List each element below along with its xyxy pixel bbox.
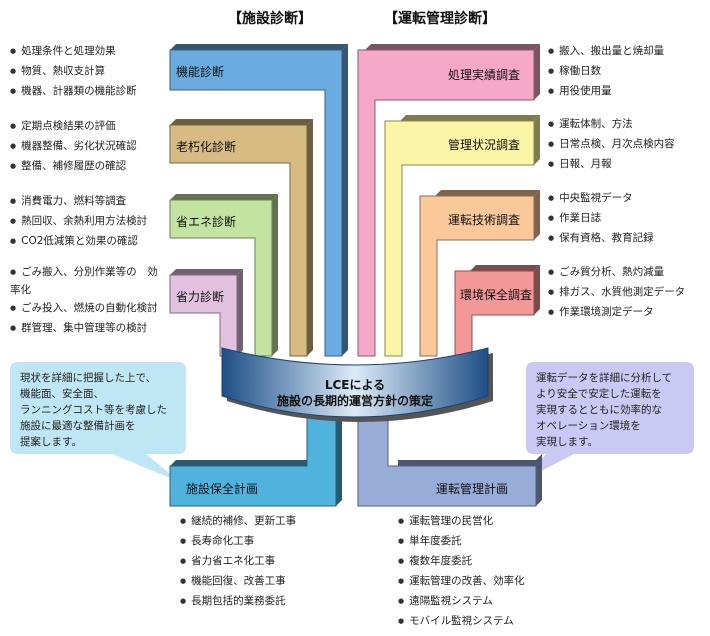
list-item: 遠隔監視システム [398, 592, 525, 612]
right-block-4-shape [454, 265, 540, 357]
list-item: 排ガス、水質他測定データ [548, 283, 685, 303]
right-note: 運転データを詳細に分析して より安全で安定した運転を 実現するとともに効率的な … [536, 370, 672, 450]
list-item: 中央監視データ [548, 189, 654, 209]
left-note: 現状を詳細に把握した上で、 機能面、安全面、 ランニングコスト等を考慮した 施設… [20, 370, 167, 450]
list-item: 作業環境測定データ [548, 303, 685, 323]
note-line: 実現するとともに効率的な [536, 404, 662, 416]
right-block-3-label: 運転技術調査 [448, 213, 521, 227]
note-line: 現状を詳細に把握した上で、 [20, 372, 157, 384]
bottom-left-label: 施設保全計画 [186, 482, 259, 496]
right-block-2-label: 管理状況調査 [448, 138, 521, 152]
list-item: 単年度委託 [398, 532, 525, 552]
left-block-4-shape [169, 269, 243, 357]
list-item: 長寿命化工事 [180, 532, 296, 552]
left-block-4-label: 省力診断 [176, 290, 225, 304]
list-item: 稼働日数 [548, 62, 664, 82]
left-block-2-label: 老朽化診断 [176, 140, 237, 154]
list-item: 機器、計器類の機能診断 [10, 82, 137, 102]
list-item: モバイル監視システム [398, 612, 525, 632]
note-line: オペレーション環境を [536, 420, 641, 432]
list-item: 搬入、搬出量と焼却量 [548, 42, 664, 62]
note-line: 機能面、安全面、 [20, 388, 104, 400]
right-block-2-shape [384, 115, 540, 357]
left-block-4-list: ごみ搬入、分別作業等の 効率化 ごみ投入、燃焼の自動化検討 群管理、集中管理等の… [10, 264, 160, 339]
note-line: 施設に最適な整備計画を [20, 420, 136, 432]
list-item: 運転管理の民営化 [398, 512, 525, 532]
left-block-1-list: 処理条件と処理効果 物質、熱収支計算 機器、計器類の機能診断 [10, 42, 137, 102]
right-block-1-label: 処理実績調査 [448, 68, 521, 82]
list-item: ごみ搬入、分別作業等の 効率化 [10, 264, 160, 299]
right-block-4-list: ごみ質分析、熱灼減量 排ガス、水質他測定データ 作業環境測定データ [548, 263, 685, 323]
list-item: 複数年度委託 [398, 552, 525, 572]
list-item: 運転体制、方法 [548, 115, 675, 135]
list-item: 継続的補修、更新工事 [180, 512, 296, 532]
center-title-line1: LCEによる [324, 378, 386, 392]
right-header: 【運転管理診断】 [384, 11, 496, 27]
right-block-3-shape [419, 190, 540, 357]
note-line: 運転データを詳細に分析して [536, 372, 673, 384]
list-item: ごみ投入、燃焼の自動化検討 [10, 299, 160, 319]
center-arc [221, 347, 489, 418]
list-item: 処理条件と処理効果 [10, 42, 137, 62]
list-item: 整備、補修履歴の確認 [10, 157, 137, 177]
left-block-1-shape [169, 44, 348, 357]
list-item: 日常点検、月次点検内容 [548, 135, 675, 155]
note-line: 実現します。 [536, 436, 598, 448]
bottom-left-list: 継続的補修、更新工事 長寿命化工事 省力省エネ化工事 機能回復、改善工事 長期包… [180, 512, 296, 612]
list-item: 消費電力、燃料等調査 [10, 192, 147, 212]
bottom-right-list: 運転管理の民営化 単年度委託 複数年度委託 運転管理の改善、効率化 遠隔監視シス… [398, 512, 525, 632]
note-line: 提案します。 [20, 436, 82, 448]
list-item: 定期点検結果の評価 [10, 117, 137, 137]
left-block-2-shape [169, 119, 313, 357]
list-item: 運転管理の改善、効率化 [398, 572, 525, 592]
note-line: より安全で安定した運転を [536, 388, 662, 400]
list-item: 保有資格、教育記録 [548, 229, 654, 249]
left-note-bubble [10, 362, 186, 482]
list-item: 省力省エネ化工事 [180, 552, 296, 572]
list-item: 日報、月報 [548, 155, 675, 175]
left-block-3-list: 消費電力、燃料等調査 熱回収、余熱利用方法検討 CO2低減策と効果の確認 [10, 192, 147, 252]
list-item: CO2低減策と効果の確認 [10, 232, 147, 252]
list-item: 用役使用量 [548, 82, 664, 102]
list-item: 熱回収、余熱利用方法検討 [10, 212, 147, 232]
list-item: 機能回復、改善工事 [180, 572, 296, 592]
list-item: 群管理、集中管理等の検討 [10, 319, 160, 339]
bottom-right-label: 運転管理計画 [436, 482, 509, 496]
left-block-2-list: 定期点検結果の評価 機器整備、劣化状況確認 整備、補修履歴の確認 [10, 117, 137, 177]
list-item: 物質、熱収支計算 [10, 62, 137, 82]
right-block-1-shape [357, 44, 540, 357]
list-item: 機器整備、劣化状況確認 [10, 137, 137, 157]
right-block-1-list: 搬入、搬出量と焼却量 稼働日数 用役使用量 [548, 42, 664, 102]
note-line: ランニングコスト等を考慮した [20, 404, 167, 416]
left-header: 【施設診断】 [228, 11, 312, 27]
right-block-3-list: 中央監視データ 作業日誌 保有資格、教育記録 [548, 189, 654, 249]
list-item: 作業日誌 [548, 209, 654, 229]
right-note-bubble [520, 362, 694, 482]
right-block-2-list: 運転体制、方法 日常点検、月次点検内容 日報、月報 [548, 115, 675, 175]
right-block-4-label: 環境保全調査 [460, 288, 533, 302]
left-block-3-label: 省エネ診断 [176, 215, 237, 229]
list-item: 長期包括的業務委託 [180, 592, 296, 612]
center-title-line2: 施設の長期的運営方針の策定 [276, 394, 433, 408]
left-block-1-label: 機能診断 [176, 65, 225, 79]
list-item: ごみ質分析、熱灼減量 [548, 263, 685, 283]
